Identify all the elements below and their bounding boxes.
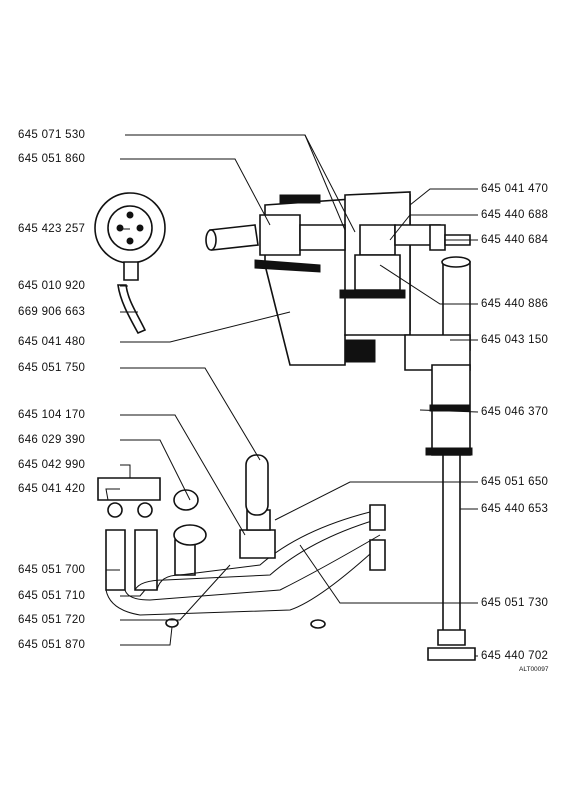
part-label-645-440-684: 645 440 684 [481,234,549,246]
part-label-669-906-663: 669 906 663 [18,306,86,318]
part-label-645-440-653: 645 440 653 [481,503,549,515]
part-label-645-051-860: 645 051 860 [18,153,86,165]
part-label-645-041-470: 645 041 470 [481,183,549,195]
lower-pipework [97,454,386,629]
part-label-646-029-390: 646 029 390 [18,434,86,446]
part-label-645-051-700: 645 051 700 [18,564,86,576]
part-label-645-440-688: 645 440 688 [481,209,549,221]
part-label-645-041-420: 645 041 420 [18,483,86,495]
engine-housing [205,191,471,366]
vertical-exhaust-pipe [404,256,476,661]
figure-code: ALT00097 [519,666,549,673]
part-label-645-046-370: 645 046 370 [481,406,549,418]
part-label-645-440-886: 645 440 886 [481,298,549,310]
part-label-645-051-870: 645 051 870 [18,639,86,651]
part-label-645-104-170: 645 104 170 [18,409,86,421]
part-label-645-051-710: 645 051 710 [18,590,86,602]
part-label-645-051-720: 645 051 720 [18,614,86,626]
part-label-645-051-650: 645 051 650 [481,476,549,488]
part-label-645-042-990: 645 042 990 [18,459,86,471]
part-label-645-043-150: 645 043 150 [481,334,549,346]
part-label-645-041-480: 645 041 480 [18,336,86,348]
part-label-645-010-920: 645 010 920 [18,280,86,292]
part-label-645-423-257: 645 423 257 [18,223,86,235]
muffler-disc [94,192,166,335]
part-label-645-051-750: 645 051 750 [18,362,86,374]
part-label-645-440-702: 645 440 702 [481,650,549,662]
part-label-645-051-730: 645 051 730 [481,597,549,609]
part-label-645-071-530: 645 071 530 [18,129,86,141]
leader-lines [105,134,479,657]
